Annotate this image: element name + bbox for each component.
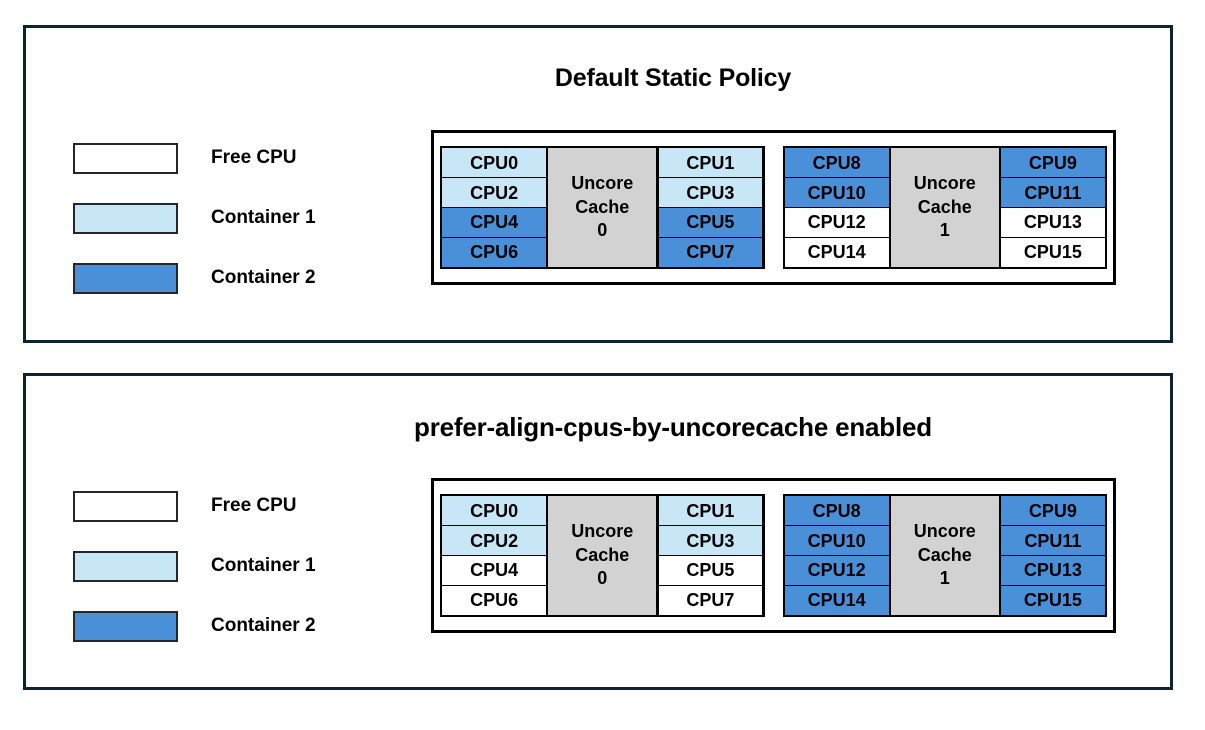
cpu-cell[interactable]: CPU4 <box>441 206 547 238</box>
cpu-cell[interactable]: CPU6 <box>441 584 547 616</box>
uncore-cache-label-line: Uncore <box>571 520 634 541</box>
legend-swatch-container1 <box>73 550 178 582</box>
legend-label: Container 1 <box>211 555 316 576</box>
uncore-cache-label-line: 1 <box>939 568 950 589</box>
cpu-cell[interactable]: CPU14 <box>783 236 890 268</box>
uncore-cache-label-line: 0 <box>597 220 608 241</box>
legend-label: Container 2 <box>211 615 316 636</box>
cpu-cell[interactable]: CPU3 <box>657 177 764 209</box>
legend-swatch-free <box>73 490 178 522</box>
legend-label: Container 1 <box>211 207 316 228</box>
cpu-cell[interactable]: CPU12 <box>783 206 890 238</box>
cpu-cell[interactable]: CPU13 <box>1000 206 1106 238</box>
uncore-cache-label-line: Cache <box>575 544 630 565</box>
legend-item: Free CPU <box>73 128 373 188</box>
diagram-panel: prefer-align-cpus-by-uncorecache enabled… <box>23 373 1173 690</box>
legend-label: Free CPU <box>211 147 297 168</box>
panel-title: prefer-align-cpus-by-uncorecache enabled <box>414 412 932 442</box>
cpu-cell[interactable]: CPU6 <box>441 236 547 268</box>
cpu-cell[interactable]: CPU15 <box>1000 236 1106 268</box>
legend-label: Container 2 <box>211 267 316 288</box>
uncore-cache-label-line: Cache <box>575 196 630 217</box>
legend-item: Container 1 <box>73 188 373 248</box>
uncore-cache-label-line: Cache <box>917 196 972 217</box>
cpu-cell[interactable]: CPU7 <box>657 584 764 616</box>
cpu-cell[interactable]: CPU14 <box>783 584 890 616</box>
legend-label: Free CPU <box>211 495 297 516</box>
cpu-cell[interactable]: CPU8 <box>783 495 890 527</box>
uncore-cache-label-line: 0 <box>597 568 608 589</box>
legend-swatch-container2 <box>73 610 178 642</box>
cpu-cell[interactable]: CPU2 <box>441 177 547 209</box>
legend-swatch-container1 <box>73 202 178 234</box>
cpu-cell[interactable]: CPU2 <box>441 525 547 557</box>
legend-item: Container 2 <box>73 596 373 656</box>
cpu-cell[interactable]: CPU7 <box>657 236 764 268</box>
cpu-cell[interactable]: CPU9 <box>1000 147 1106 179</box>
cpu-cell[interactable]: CPU1 <box>657 147 764 179</box>
uncore-cache-label-line: Uncore <box>913 172 976 193</box>
legend-item: Free CPU <box>73 476 373 536</box>
legend-item: Container 2 <box>73 248 373 308</box>
uncore-cache-label-line: Uncore <box>571 172 634 193</box>
cpu-cell[interactable]: CPU12 <box>783 554 890 586</box>
cpu-cell[interactable]: CPU11 <box>1000 177 1106 209</box>
cpu-cell[interactable]: CPU5 <box>657 554 764 586</box>
cpu-cell[interactable]: CPU1 <box>657 495 764 527</box>
uncore-cache-label-line: 1 <box>939 220 950 241</box>
uncore-cache-label-line: Uncore <box>913 520 976 541</box>
panel-title: Default Static Policy <box>554 64 792 92</box>
cpu-cell[interactable]: CPU15 <box>1000 584 1106 616</box>
cpu-cell[interactable]: CPU8 <box>783 147 890 179</box>
legend: Free CPU Container 1 Container 2 <box>73 476 373 656</box>
cpu-cell[interactable]: CPU13 <box>1000 554 1106 586</box>
cpu-cell[interactable]: CPU10 <box>783 177 890 209</box>
cpu-cell[interactable]: CPU4 <box>441 554 547 586</box>
cpu-cell[interactable]: CPU5 <box>657 206 764 238</box>
cpu-cell[interactable]: CPU0 <box>441 147 547 179</box>
uncore-cache-label-line: Cache <box>917 544 972 565</box>
legend-swatch-free <box>73 142 178 174</box>
legend-item: Container 1 <box>73 536 373 596</box>
legend: Free CPU Container 1 Container 2 <box>73 128 373 308</box>
cpu-cell[interactable]: CPU0 <box>441 495 547 527</box>
cpu-cell[interactable]: CPU3 <box>657 525 764 557</box>
cpu-cell[interactable]: CPU10 <box>783 525 890 557</box>
cpu-cell[interactable]: CPU9 <box>1000 495 1106 527</box>
legend-swatch-container2 <box>73 262 178 294</box>
cpu-cell[interactable]: CPU11 <box>1000 525 1106 557</box>
